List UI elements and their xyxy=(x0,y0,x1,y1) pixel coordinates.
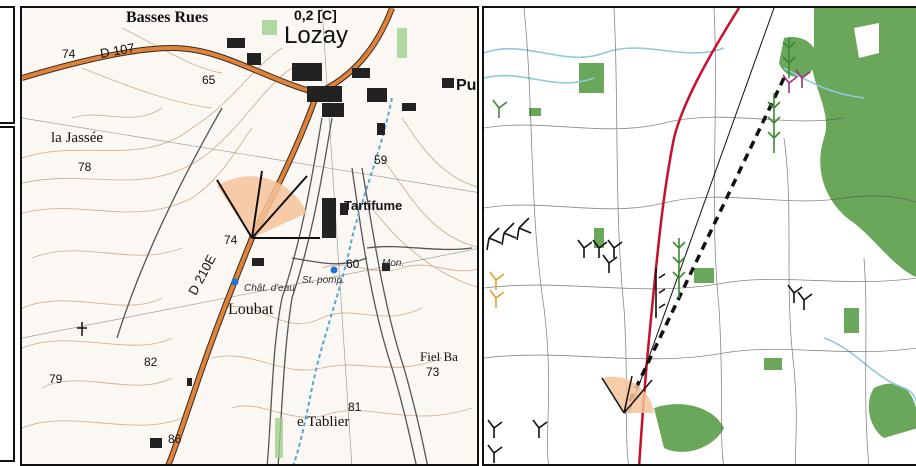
elevation-74-mid: 74 xyxy=(224,233,238,247)
elevation-82: 82 xyxy=(144,355,158,369)
overview-map-graphics xyxy=(484,8,916,464)
straight-route xyxy=(628,8,775,414)
elevation-59: 59 xyxy=(374,153,388,167)
elevation-78: 78 xyxy=(78,160,92,174)
annotation-mon: Mon. xyxy=(382,258,405,269)
left-side-panel xyxy=(0,6,15,124)
elevation-86: 86 xyxy=(168,432,182,446)
wind-turbines-orange xyxy=(489,271,505,308)
elevation-73: 73 xyxy=(426,365,440,379)
vegetation xyxy=(262,20,407,458)
road-code-label: 0,2 [C] xyxy=(294,7,337,23)
place-label-la-jassee: la Jassée xyxy=(51,130,104,146)
cross-symbol xyxy=(77,322,87,336)
topographic-map[interactable]: Basses Rues 0,2 [C] Lozay Pu 74 D 107 65… xyxy=(20,6,479,466)
elevation-79: 79 xyxy=(49,372,63,386)
grid-lines xyxy=(22,8,477,464)
buildings xyxy=(150,38,454,448)
dashed-route xyxy=(622,77,786,414)
minor-roads xyxy=(484,8,916,464)
overview-sector-lines xyxy=(601,375,653,414)
pump-station-point xyxy=(330,266,338,274)
place-label-lozay: Lozay xyxy=(284,22,349,49)
place-label-basses-rues: Basses Rues xyxy=(126,9,209,26)
place-label-tartifume: Tartifume xyxy=(344,198,403,213)
forest-areas xyxy=(529,8,916,452)
secondary-roads xyxy=(116,107,473,464)
place-label-pu: Pu xyxy=(456,77,477,94)
water-tower-point xyxy=(231,278,239,286)
viewing-sector xyxy=(217,176,307,238)
place-label-le-tablier: e Tablier xyxy=(297,414,350,430)
elevation-60: 60 xyxy=(346,257,360,271)
annotation-st-pomp: St. pomp. xyxy=(302,275,345,286)
elevation-81: 81 xyxy=(348,400,362,414)
stream xyxy=(292,97,393,464)
elevation-65: 65 xyxy=(202,73,216,87)
left-side-panel-lower xyxy=(0,126,15,462)
place-label-loubat: Loubat xyxy=(228,301,274,318)
wind-turbines-purple xyxy=(782,69,811,93)
topographic-map-graphics xyxy=(22,8,477,464)
elevation-74-top: 74 xyxy=(62,47,76,61)
annotation-chat-eau: Chât. d'eau xyxy=(244,283,295,294)
place-label-fiel-ba: Fiel Ba xyxy=(420,349,458,364)
rivers xyxy=(484,47,916,404)
main-road-red xyxy=(638,8,741,464)
wind-turbines-green xyxy=(492,38,796,298)
sector-lines xyxy=(216,170,320,239)
overview-map[interactable] xyxy=(482,6,916,466)
wind-turbines-black xyxy=(486,217,813,463)
